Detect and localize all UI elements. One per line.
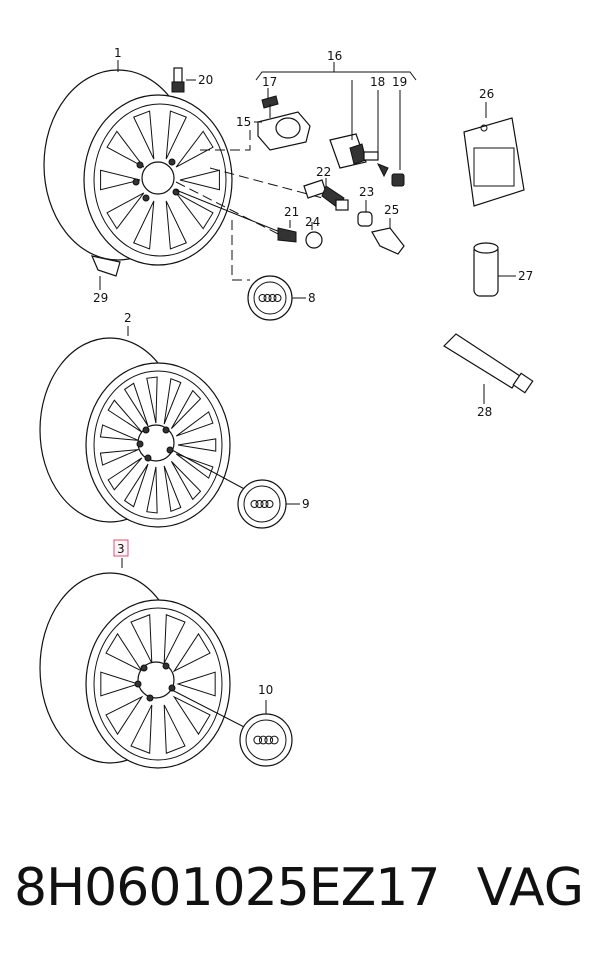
spoke [176, 671, 216, 697]
logo-ring [258, 294, 267, 302]
label-19: 19 [392, 75, 407, 89]
label-23: 23 [359, 185, 374, 199]
spoke [163, 378, 182, 425]
spoke [99, 424, 139, 441]
label-16: 16 [327, 49, 342, 63]
spoke [100, 169, 141, 191]
spoke [175, 130, 214, 168]
label-20: 20 [198, 73, 213, 87]
part-number: 8H0601025EZ17 [14, 858, 440, 918]
wheel-2 [39, 337, 231, 528]
spoke [177, 438, 217, 452]
tube-28 [443, 333, 534, 394]
logo-ring [263, 294, 272, 302]
bottle-27 [473, 242, 499, 297]
spoke [105, 695, 144, 736]
spoke [130, 614, 153, 664]
spoke [175, 411, 214, 437]
kit-package-26 [463, 117, 525, 207]
spoke [165, 200, 188, 250]
spoke [179, 169, 220, 191]
valve-20 [171, 67, 185, 93]
logo-ring [258, 735, 268, 745]
bolt-21 [175, 189, 297, 243]
wheel-1 [43, 69, 233, 266]
logo-ring [268, 294, 277, 302]
logo-ring [269, 735, 279, 745]
tpms-sensor-15 [257, 95, 311, 151]
cap-24 [305, 231, 323, 249]
spoke [172, 695, 211, 736]
spoke [170, 389, 202, 430]
logo-ring [273, 294, 282, 302]
spoke [172, 632, 211, 673]
spoke [165, 110, 188, 160]
spoke [107, 399, 143, 433]
parts-diagram: 1 29 20 15 17 16 18 [39, 46, 534, 769]
valve-core-18 [376, 90, 389, 178]
label-24: 24 [305, 215, 320, 229]
label-2: 2 [124, 311, 132, 325]
label-8: 8 [308, 291, 316, 305]
label-3: 3 [117, 542, 125, 556]
spoke [163, 704, 186, 754]
spoke [175, 453, 214, 479]
label-28: 28 [477, 405, 492, 419]
label-3-highlight [113, 539, 129, 557]
spoke [123, 463, 149, 508]
label-1: 1 [114, 46, 122, 60]
nut-23 [357, 211, 373, 227]
valve-assembly-16 [329, 80, 379, 169]
label-27: 27 [518, 269, 533, 283]
label-26: 26 [479, 87, 494, 101]
spoke [107, 457, 143, 491]
label-17: 17 [262, 75, 277, 89]
screw-22 [303, 179, 349, 211]
tool-25 [371, 227, 405, 255]
spoke [100, 671, 140, 697]
hub-cap-9 [171, 449, 287, 529]
spoke [163, 614, 186, 664]
label-25: 25 [384, 203, 399, 217]
label-9: 9 [302, 497, 310, 511]
logo-ring [253, 735, 263, 745]
valve-cap-19 [391, 90, 405, 187]
spoke [105, 632, 144, 673]
wheel-3 [39, 572, 231, 769]
brand: VAG [476, 858, 584, 918]
spoke [146, 376, 158, 424]
spoke [106, 130, 145, 168]
spoke [146, 466, 158, 514]
spoke [132, 200, 155, 250]
spoke [130, 704, 153, 754]
logo-ring [265, 500, 274, 508]
spoke [106, 192, 145, 230]
label-18: 18 [370, 75, 385, 89]
spoke [175, 192, 214, 230]
spoke [163, 465, 182, 512]
bracket-16 [255, 71, 417, 81]
label-22: 22 [316, 165, 331, 179]
logo-ring [255, 500, 264, 508]
balance-weight-29 [90, 255, 121, 277]
label-15: 15 [236, 115, 251, 129]
footer: 8H0601025EZ17 VAG [0, 858, 600, 928]
spoke [123, 382, 149, 427]
spoke [99, 449, 139, 466]
hub-cap-10 [171, 689, 293, 767]
logo-ring [250, 500, 259, 508]
logo-ring [264, 735, 274, 745]
spoke [170, 460, 202, 501]
spoke [132, 110, 155, 160]
label-21: 21 [284, 205, 299, 219]
logo-ring [260, 500, 269, 508]
label-29: 29 [93, 291, 108, 305]
hub-cap-8 [247, 275, 293, 321]
label-10: 10 [258, 683, 273, 697]
